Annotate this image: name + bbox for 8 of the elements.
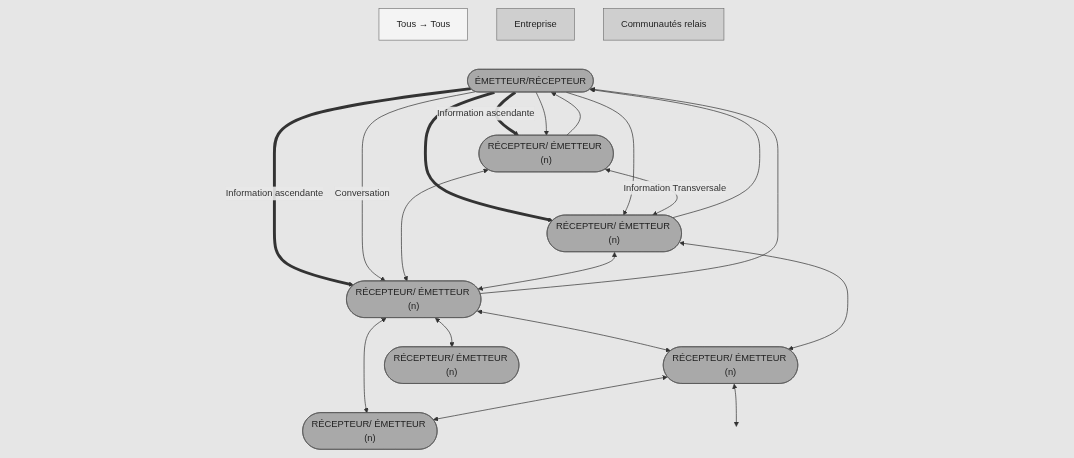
edge-label: Conversation [335, 188, 391, 199]
node-box: Communautés relais [603, 8, 725, 41]
edge-label: Information ascendante [437, 108, 535, 119]
edge-label: Information ascendante [225, 188, 324, 199]
node-box: Tous → Tous [378, 8, 469, 41]
edge-label: Information Transversale [623, 182, 727, 193]
node-box: Entreprise [496, 8, 575, 41]
arrow [273, 87, 472, 287]
